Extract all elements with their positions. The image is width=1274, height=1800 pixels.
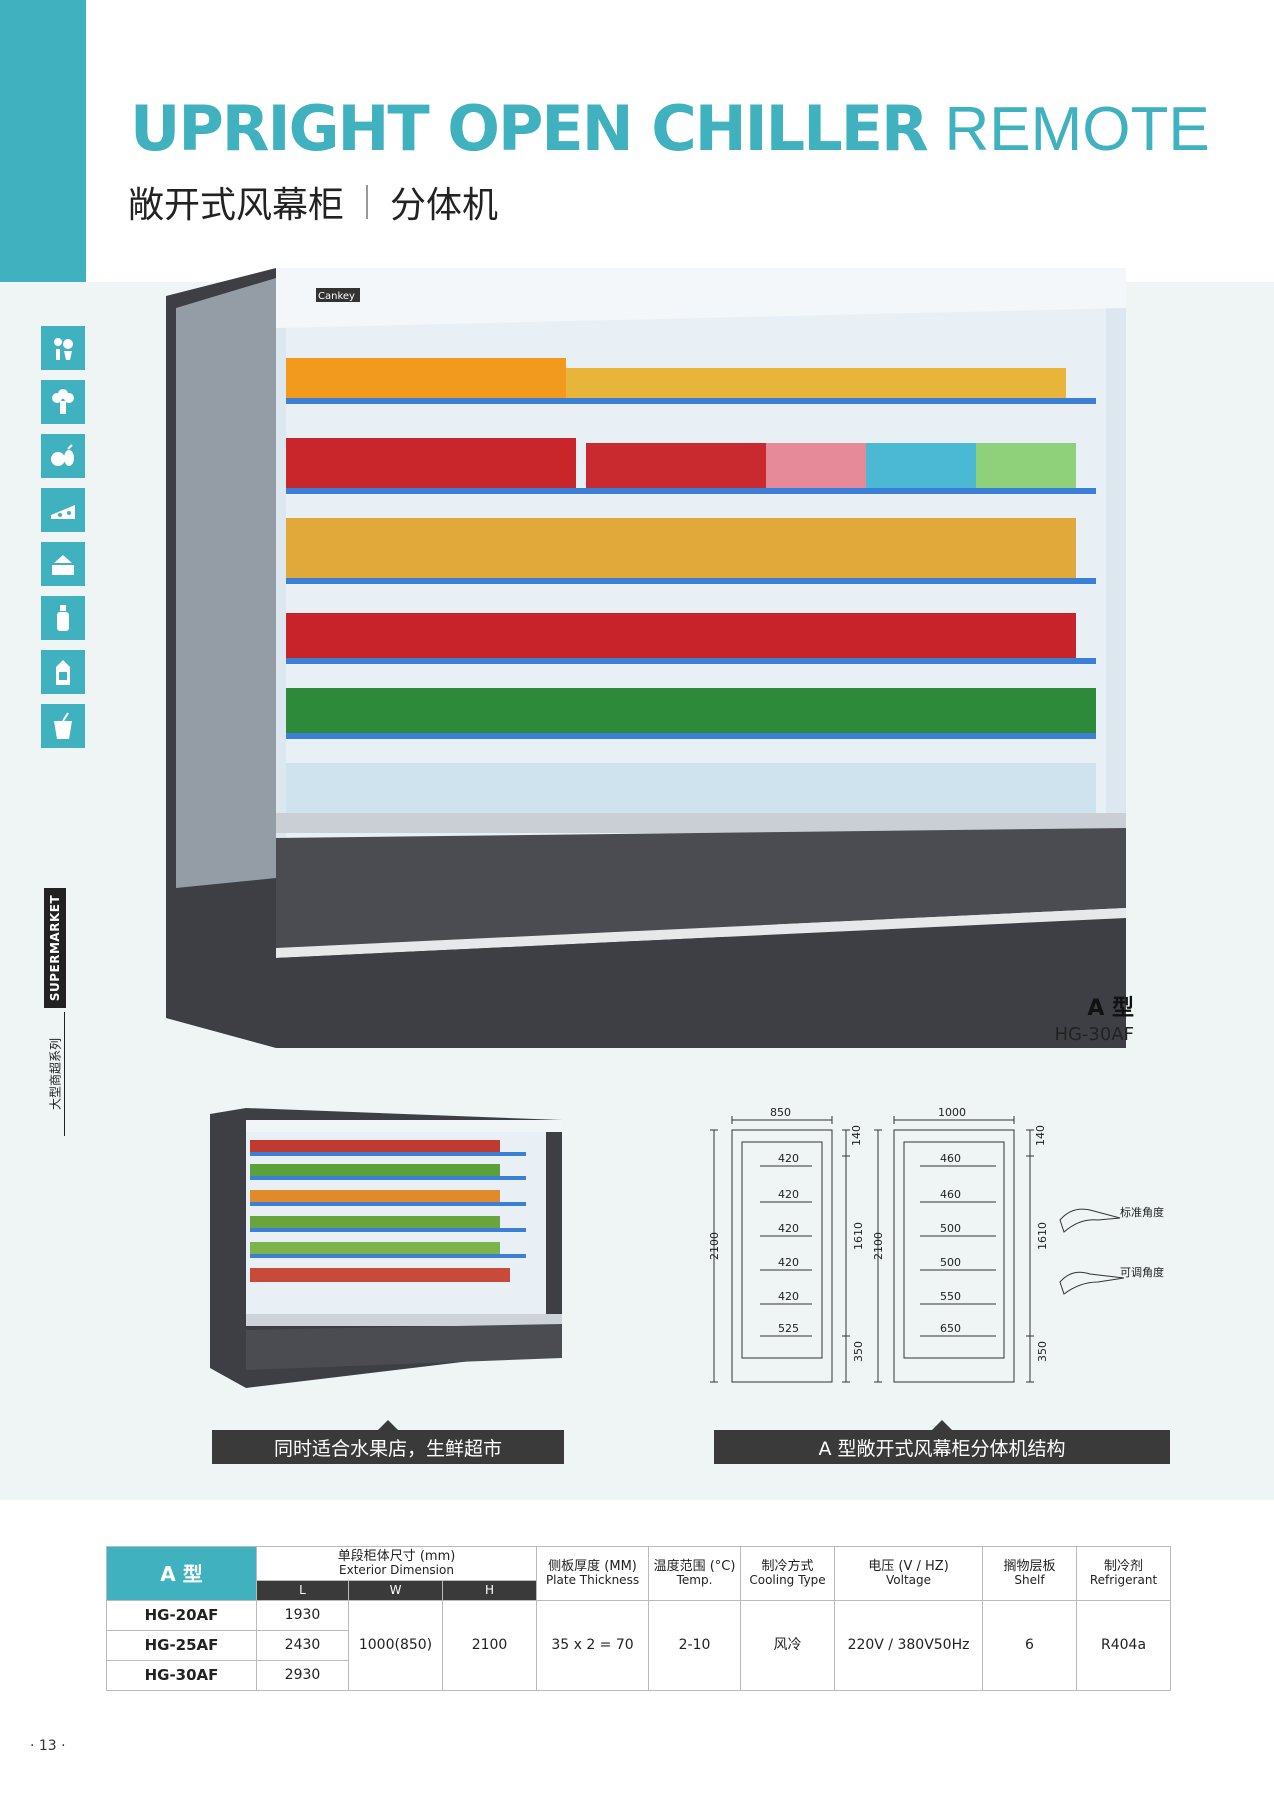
svg-text:2100: 2100 [872,1232,885,1260]
spec-type-header: A 型 [106,1546,257,1601]
svg-text:420: 420 [778,1152,799,1165]
svg-text:460: 460 [940,1152,961,1165]
length-cell: 2430 [256,1630,349,1661]
main-type-label: A 型 [1087,996,1134,1021]
page-title: UPRIGHT OPEN CHILLER REMOTE [130,92,1210,165]
subtitle-left: 敞开式风幕柜 [128,185,345,226]
svg-text:2100: 2100 [708,1232,721,1260]
main-model-number: HG-30AF [1054,1024,1134,1045]
spec-table: A 型 单段柜体尺寸 (mm)Exterior Dimension 侧板厚度 (… [106,1546,1172,1691]
svg-text:850: 850 [770,1106,791,1119]
series-rule [64,1012,65,1136]
voltage-header: 电压 (V / HZ)Voltage [834,1546,984,1601]
cake-icon [41,542,85,586]
thickness-header: 侧板厚度 (MM)Plate Thickness [536,1546,650,1601]
main-model-tag: A 型 HG-30AF [1040,990,1134,1045]
subtitle-divider [366,185,369,219]
svg-text:650: 650 [940,1322,961,1335]
brand-logo: Cankey [318,291,355,302]
shelf-cell: 6 [982,1600,1078,1691]
svg-text:500: 500 [940,1256,961,1269]
structure-caption: A 型敞开式风幕柜分体机结构 [714,1420,1170,1464]
table-row: HG-25AF 2430 [106,1630,1171,1661]
subtitle-right: 分体机 [390,185,499,226]
svg-text:460: 460 [940,1188,961,1201]
width-cell: 1000(850) [348,1600,443,1691]
fruit-icon [41,434,85,478]
svg-text:420: 420 [778,1290,799,1303]
title-light: REMOTE [944,95,1210,164]
length-cell: 2930 [256,1660,349,1691]
series-label: 大型商超系列 [48,1037,63,1111]
svg-text:350: 350 [1036,1341,1049,1362]
shelf-row-3 [286,518,1096,584]
svg-text:550: 550 [940,1290,961,1303]
page-subtitle: 敞开式风幕柜 分体机 [128,176,498,228]
svg-text:1000: 1000 [938,1106,966,1119]
dim-w-header: W [348,1580,443,1601]
dim-h-header: H [441,1580,538,1601]
shelf-row-6 [286,763,1096,818]
shelf-row-5 [286,688,1096,739]
page-number: · 13 · [30,1738,66,1754]
model-cell: HG-20AF [106,1600,257,1631]
structure-diagram: 850 1000 2100 2100 140 1610 350 140 1610… [708,1106,1164,1383]
title-bold: UPRIGHT OPEN CHILLER [130,92,929,165]
svg-text:500: 500 [940,1222,961,1235]
yogurt-icon [41,704,85,748]
svg-text:350: 350 [852,1341,865,1362]
model-cell: HG-30AF [106,1660,257,1691]
thickness-cell: 35 x 2 = 70 [536,1600,650,1691]
shelf-row-2 [286,438,1096,494]
chiller-fruit-image [210,1108,562,1388]
accent-band [0,0,86,282]
table-row: HG-20AF 1930 1000(850) 2100 35 x 2 = 70 … [106,1600,1172,1691]
length-cell: 1930 [256,1600,349,1631]
cheese-icon [41,488,85,532]
fruit-store-caption: 同时适合水果店，生鲜超市 [212,1420,564,1464]
dim-l-header: L [256,1580,349,1601]
voltage-cell: 220V / 380V50Hz [834,1600,984,1691]
temp-header: 温度范围 (°C)Temp. [648,1546,742,1601]
chiller-main-image: Cankey [166,268,1126,1048]
svg-text:标准角度: 标准角度 [1120,1205,1164,1219]
svg-text:525: 525 [778,1322,799,1335]
svg-text:420: 420 [778,1256,799,1269]
svg-text:1610: 1610 [852,1222,865,1250]
category-label: SUPERMARKET [44,888,66,1008]
fruit-shelves [250,1140,526,1282]
cooling-cell: 风冷 [740,1600,836,1691]
refrigerant-cell: R404a [1076,1600,1172,1691]
broccoli-icon [41,380,85,424]
svg-text:140: 140 [1034,1125,1047,1146]
milk-carton-icon [41,650,85,694]
vegetable-icon [41,326,85,370]
model-cell: HG-25AF [106,1630,257,1661]
temp-cell: 2-10 [648,1600,742,1691]
category-icons [41,326,85,758]
svg-text:140: 140 [850,1125,863,1146]
shelf-row-4 [286,613,1096,664]
svg-text:420: 420 [778,1188,799,1201]
dimension-header: 单段柜体尺寸 (mm)Exterior Dimension [255,1546,538,1581]
svg-text:1610: 1610 [1036,1222,1049,1250]
svg-text:可调角度: 可调角度 [1120,1265,1164,1279]
table-row: HG-30AF 2930 [106,1660,1171,1691]
svg-text:420: 420 [778,1222,799,1235]
height-cell: 2100 [441,1600,538,1691]
bottle-icon [41,596,85,640]
shelf-row-1 [286,358,1096,404]
